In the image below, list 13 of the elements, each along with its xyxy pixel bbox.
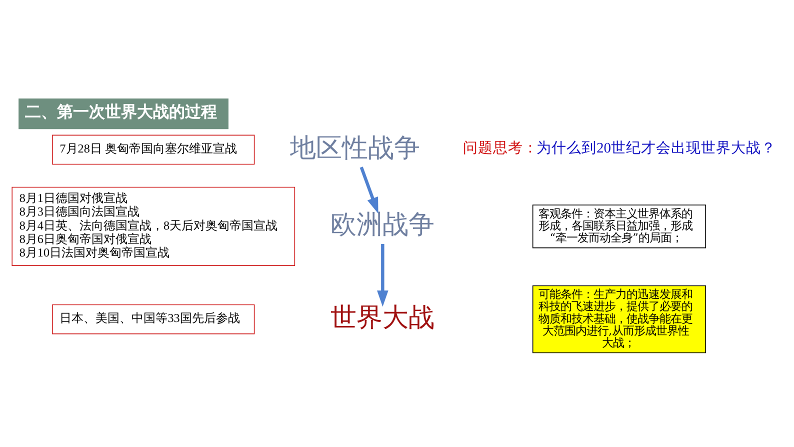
node-box: 日本、美国、中国等33国先后参战	[52, 304, 255, 334]
arrow	[360, 166, 378, 214]
label: 为什么到20世纪才会出现世界大战？	[536, 140, 776, 156]
node-text: 世界大战	[330, 302, 435, 332]
node-text: 欧洲战争	[330, 209, 435, 240]
node-box: 客观条件：资本主义世界体系的形成，各国联系日益加强，形成“牵一发而动全身”的局面；	[532, 204, 706, 248]
label: 问题思考：	[463, 140, 538, 156]
arrow	[377, 243, 388, 306]
node-box: 7月28日 奥匈帝国向塞尔维亚宣战	[52, 134, 255, 164]
node-box: 可能条件：生产力的迅速发展和科技的飞速进步，提供了必要的物质和技术基础，使战争能在更大范围内进行,从而形成世界性大战；	[532, 284, 706, 353]
node-text: 地区性战争	[290, 132, 420, 163]
node-box: 8月1日德国对俄宣战 8月3日德国向法国宣战 8月4日英、法向德国宣战，8天后对奥匈帝国宣战 8月6日奥匈帝国对俄宣战 8月10日法国对奥匈帝国宣战	[12, 186, 296, 266]
diagram-title: 二、第一次世界大战的过程	[25, 102, 218, 121]
